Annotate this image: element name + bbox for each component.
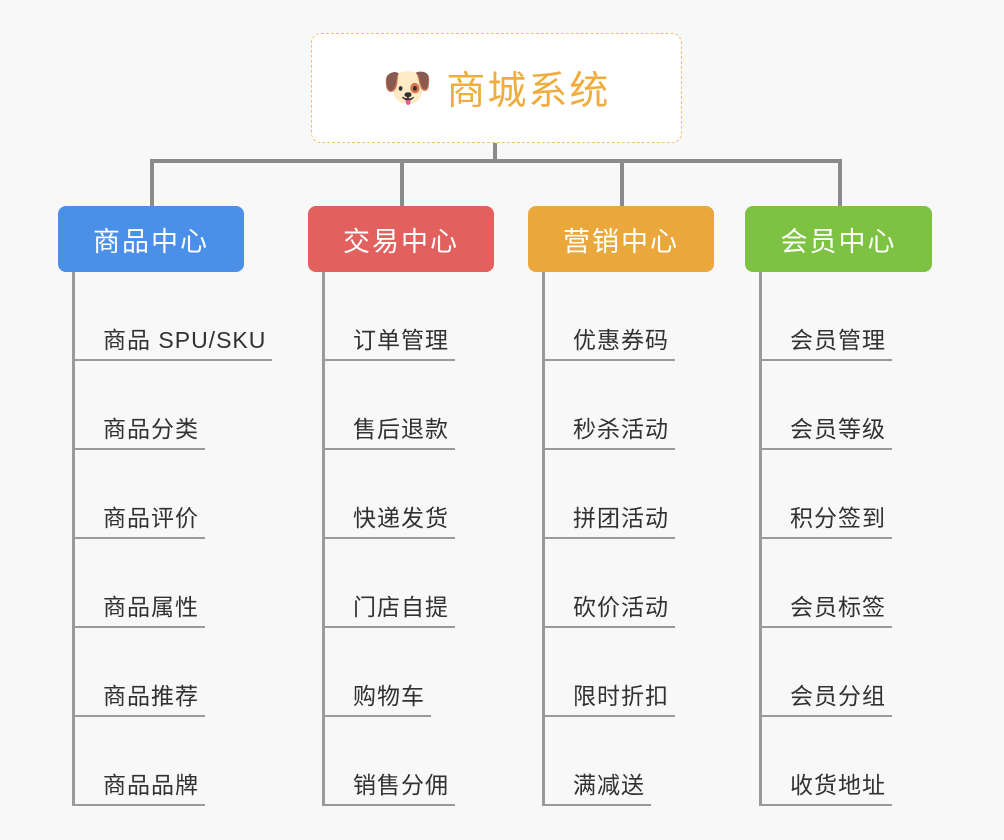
leaf-item[interactable]: 订单管理 xyxy=(325,272,494,361)
connector-drop-branch-3 xyxy=(620,159,624,206)
branch-card-trade-center[interactable]: 交易中心 xyxy=(308,206,494,272)
leaf-item[interactable]: 优惠券码 xyxy=(545,272,714,361)
leaf-list-trade-center: 订单管理 售后退款 快递发货 门店自提 购物车 销售分佣 xyxy=(322,272,494,806)
leaf-item[interactable]: 会员管理 xyxy=(762,272,932,361)
leaf-underline xyxy=(545,626,675,628)
leaf-label: 限时折扣 xyxy=(573,683,669,709)
leaf-item[interactable]: 商品推荐 xyxy=(75,628,266,717)
leaf-item[interactable]: 门店自提 xyxy=(325,539,494,628)
leaf-item[interactable]: 商品 SPU/SKU xyxy=(75,272,272,361)
leaf-underline xyxy=(545,359,675,361)
leaf-item[interactable]: 商品分类 xyxy=(75,361,266,450)
leaf-item[interactable]: 砍价活动 xyxy=(545,539,714,628)
leaf-label: 快递发货 xyxy=(353,505,449,531)
root-node-shop-system[interactable]: 🐶 商城系统 xyxy=(311,33,682,143)
leaf-item[interactable]: 满减送 xyxy=(545,717,714,806)
leaf-label: 收货地址 xyxy=(790,772,886,798)
leaf-underline xyxy=(762,626,892,628)
leaf-underline xyxy=(75,626,205,628)
leaf-underline xyxy=(762,715,892,717)
branch-card-member-center[interactable]: 会员中心 xyxy=(745,206,932,272)
leaf-underline xyxy=(75,715,205,717)
leaf-underline xyxy=(545,804,651,806)
leaf-label: 商品评价 xyxy=(103,505,199,531)
leaf-label: 秒杀活动 xyxy=(573,416,669,442)
leaf-label: 商品品牌 xyxy=(103,772,199,798)
leaf-underline xyxy=(762,448,892,450)
leaf-label: 会员分组 xyxy=(790,683,886,709)
leaf-item[interactable]: 积分签到 xyxy=(762,450,932,539)
leaf-item[interactable]: 拼团活动 xyxy=(545,450,714,539)
branch-column-marketing-center: 营销中心 优惠券码 秒杀活动 拼团活动 砍价活动 限时折扣 xyxy=(528,206,714,806)
leaf-underline xyxy=(762,804,892,806)
leaf-item[interactable]: 会员等级 xyxy=(762,361,932,450)
leaf-underline xyxy=(75,537,205,539)
leaf-underline xyxy=(545,537,675,539)
leaf-item[interactable]: 售后退款 xyxy=(325,361,494,450)
leaf-label: 砍价活动 xyxy=(573,594,669,620)
leaf-item[interactable]: 收货地址 xyxy=(762,717,932,806)
leaf-list-marketing-center: 优惠券码 秒杀活动 拼团活动 砍价活动 限时折扣 满减送 xyxy=(542,272,714,806)
leaf-label: 商品推荐 xyxy=(103,683,199,709)
leaf-label: 商品属性 xyxy=(103,594,199,620)
leaf-label: 积分签到 xyxy=(790,505,886,531)
leaf-item[interactable]: 快递发货 xyxy=(325,450,494,539)
leaf-label: 购物车 xyxy=(353,683,425,709)
dog-face-icon: 🐶 xyxy=(382,66,433,110)
connector-drop-branch-2 xyxy=(400,159,404,206)
root-title: 商城系统 xyxy=(446,70,611,113)
leaf-label: 会员等级 xyxy=(790,416,886,442)
connector-drop-branch-1 xyxy=(150,159,154,206)
leaf-label: 会员管理 xyxy=(790,327,886,353)
leaf-underline xyxy=(75,359,272,361)
leaf-underline xyxy=(762,359,892,361)
leaf-item[interactable]: 限时折扣 xyxy=(545,628,714,717)
leaf-item[interactable]: 商品评价 xyxy=(75,450,266,539)
leaf-label: 商品 SPU/SKU xyxy=(103,327,267,353)
connector-drop-branch-4 xyxy=(838,159,842,206)
leaf-item[interactable]: 商品属性 xyxy=(75,539,266,628)
leaf-underline xyxy=(545,448,675,450)
leaf-label: 优惠券码 xyxy=(573,327,669,353)
leaf-item[interactable]: 会员标签 xyxy=(762,539,932,628)
leaf-underline xyxy=(762,537,892,539)
connector-horizontal-bus xyxy=(150,159,842,163)
leaf-list-product-center: 商品 SPU/SKU 商品分类 商品评价 商品属性 商品推荐 商品品牌 xyxy=(72,272,272,806)
leaf-item[interactable]: 会员分组 xyxy=(762,628,932,717)
leaf-underline xyxy=(325,626,455,628)
leaf-underline xyxy=(325,804,455,806)
leaf-list-member-center: 会员管理 会员等级 积分签到 会员标签 会员分组 收货地址 xyxy=(759,272,932,806)
leaf-underline xyxy=(325,715,431,717)
leaf-item[interactable]: 购物车 xyxy=(325,628,494,717)
leaf-label: 销售分佣 xyxy=(353,772,449,798)
leaf-label: 商品分类 xyxy=(103,416,199,442)
leaf-label: 会员标签 xyxy=(790,594,886,620)
branch-card-product-center[interactable]: 商品中心 xyxy=(58,206,244,272)
leaf-item[interactable]: 秒杀活动 xyxy=(545,361,714,450)
leaf-label: 满减送 xyxy=(573,772,645,798)
branch-column-trade-center: 交易中心 订单管理 售后退款 快递发货 门店自提 购物车 xyxy=(308,206,494,806)
leaf-label: 门店自提 xyxy=(353,594,449,620)
leaf-label: 售后退款 xyxy=(353,416,449,442)
leaf-underline xyxy=(325,359,455,361)
branch-column-product-center: 商品中心 商品 SPU/SKU 商品分类 商品评价 商品属性 商品推荐 xyxy=(58,206,272,806)
leaf-item[interactable]: 销售分佣 xyxy=(325,717,494,806)
branch-column-member-center: 会员中心 会员管理 会员等级 积分签到 会员标签 会员分组 xyxy=(745,206,932,806)
leaf-underline xyxy=(325,537,455,539)
branch-card-marketing-center[interactable]: 营销中心 xyxy=(528,206,714,272)
leaf-item[interactable]: 商品品牌 xyxy=(75,717,266,806)
leaf-underline xyxy=(545,715,675,717)
leaf-underline xyxy=(325,448,455,450)
leaf-underline xyxy=(75,804,205,806)
connector-root-stem xyxy=(493,143,497,163)
leaf-label: 拼团活动 xyxy=(573,505,669,531)
leaf-underline xyxy=(75,448,205,450)
leaf-label: 订单管理 xyxy=(353,327,449,353)
